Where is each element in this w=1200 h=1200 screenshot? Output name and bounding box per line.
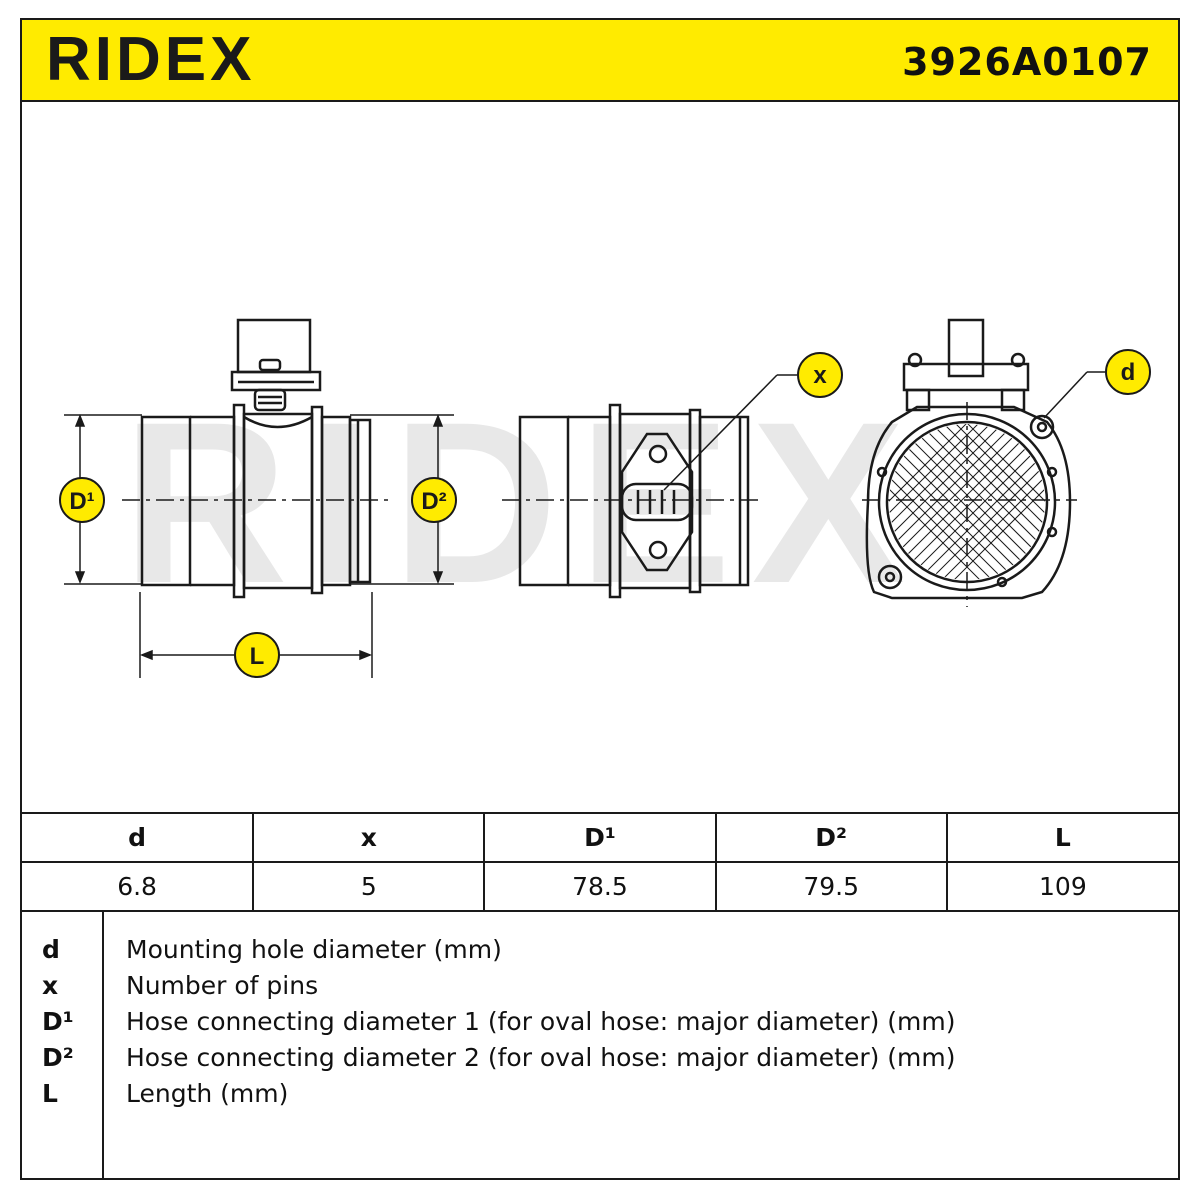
legend-item: D¹ Hose connecting diameter 1 (for oval …	[22, 1004, 1178, 1040]
callout-l-label: L	[250, 643, 265, 670]
part-number: 3926A0107	[902, 40, 1152, 84]
spec-col-d1: D¹	[484, 814, 717, 863]
legend-description: Mounting hole diameter (mm)	[126, 935, 502, 964]
brand-logo-text: RIDEX	[46, 28, 255, 94]
legend-description: Length (mm)	[126, 1079, 289, 1108]
spec-value-d: 6.8	[22, 862, 255, 912]
legend-description: Hose connecting diameter 1 (for oval hos…	[126, 1007, 956, 1036]
center-lines	[122, 402, 1077, 607]
drawing-canvas: RIDEX	[59, 318, 1151, 678]
legend-item: L Length (mm)	[22, 1076, 1178, 1112]
spec-table: d x D¹ D² L 6.8 5 78.5 79.5 109	[22, 814, 1178, 912]
spec-col-x: x	[253, 814, 486, 863]
callout-x-label: x	[813, 362, 827, 389]
spec-table-header-row: d x D¹ D² L	[22, 814, 1178, 863]
legend-symbol: D¹	[42, 1007, 74, 1036]
technical-drawing: RIDEX	[22, 102, 1178, 814]
legend: d Mounting hole diameter (mm) x Number o…	[22, 912, 1178, 1178]
product-sheet: RIDEX 3926A0107 RIDEX	[20, 18, 1180, 1180]
dimension-lines	[64, 371, 1105, 678]
callout-d1-label: D¹	[69, 488, 94, 515]
legend-symbol: d	[42, 935, 60, 964]
side-view-right	[518, 403, 750, 599]
callout-d: d	[1105, 349, 1151, 395]
legend-symbol: x	[42, 971, 59, 1000]
legend-symbol: D²	[42, 1043, 74, 1072]
spec-table-value-row: 6.8 5 78.5 79.5 109	[22, 862, 1178, 912]
callout-d2-label: D²	[421, 488, 446, 515]
spec-col-l: L	[946, 814, 1178, 863]
header-bar: RIDEX 3926A0107	[22, 20, 1178, 102]
spec-col-d: d	[22, 814, 255, 863]
spec-col-d2: D²	[715, 814, 948, 863]
callout-d2: D²	[411, 477, 457, 523]
legend-item: D² Hose connecting diameter 2 (for oval …	[22, 1040, 1178, 1076]
legend-item: d Mounting hole diameter (mm)	[22, 932, 1178, 968]
brand-logo: RIDEX	[46, 25, 326, 98]
callout-l: L	[234, 632, 280, 678]
legend-symbol: L	[42, 1079, 58, 1108]
callout-d1: D¹	[59, 477, 105, 523]
legend-item: x Number of pins	[22, 968, 1178, 1004]
spec-value-x: 5	[253, 862, 486, 912]
side-view-left	[140, 318, 372, 599]
callout-x: x	[797, 352, 843, 398]
watermark-text: RIDEX	[122, 374, 925, 631]
legend-description: Number of pins	[126, 971, 319, 1000]
callout-d-label: d	[1121, 359, 1136, 386]
spec-value-d2: 79.5	[715, 862, 948, 912]
spec-value-d1: 78.5	[484, 862, 717, 912]
legend-divider	[102, 912, 104, 1178]
legend-description: Hose connecting diameter 2 (for oval hos…	[126, 1043, 956, 1072]
spec-value-l: 109	[946, 862, 1178, 912]
